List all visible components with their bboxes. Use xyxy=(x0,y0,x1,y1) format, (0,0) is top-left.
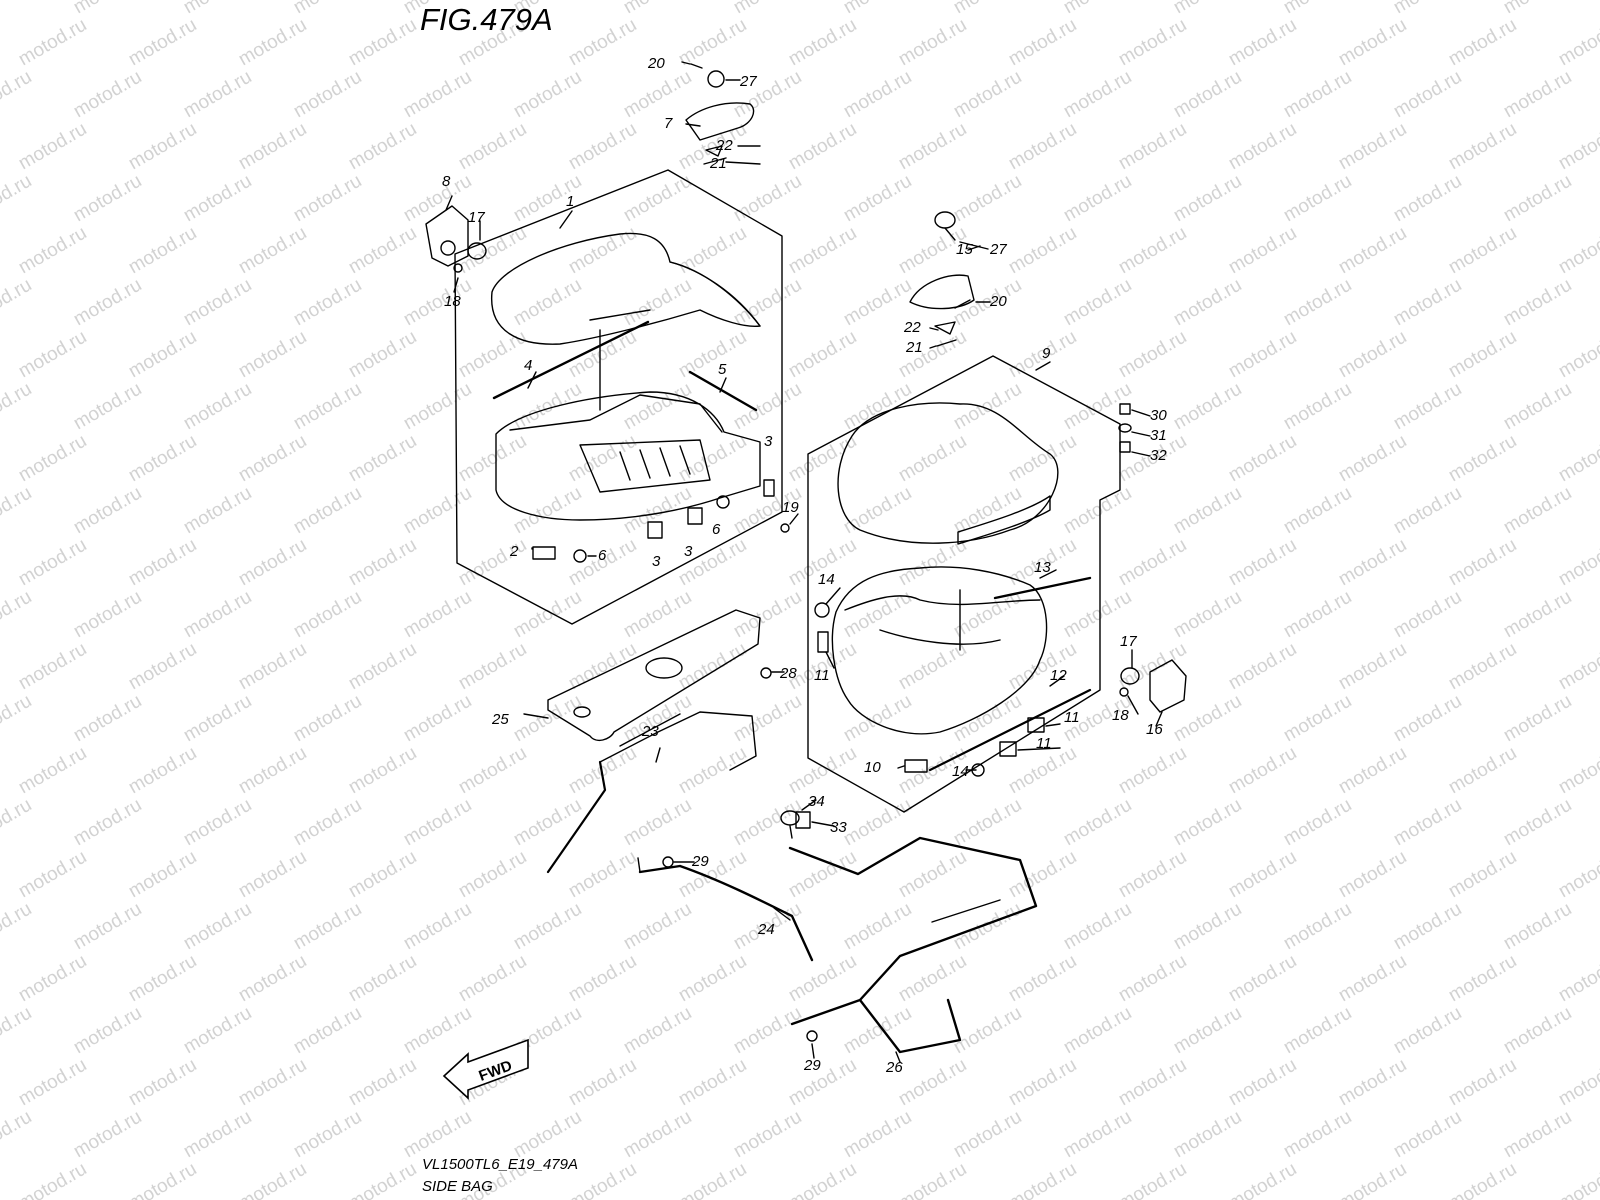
callout-label: 3 xyxy=(684,543,693,560)
callout-label: 6 xyxy=(598,547,607,564)
callout-label: 25 xyxy=(491,711,509,728)
figure-title: FIG.479A xyxy=(420,2,553,37)
right-lock-plate xyxy=(909,274,975,310)
callout-label: 2 xyxy=(509,543,519,560)
callout-label: 20 xyxy=(647,55,665,72)
callout-label: 22 xyxy=(715,137,733,154)
left-strap xyxy=(492,320,650,400)
left-bag-frame xyxy=(454,169,783,625)
callout-label: 19 xyxy=(782,499,799,516)
callout-label: 34 xyxy=(808,793,825,810)
callout-label: 32 xyxy=(1150,447,1167,464)
callout-label: 18 xyxy=(1112,707,1129,724)
callout-label: 18 xyxy=(444,293,461,310)
callout-label: 5 xyxy=(718,361,727,378)
callout-label: 13 xyxy=(1034,559,1051,576)
left-lock-plate xyxy=(685,102,755,141)
callout-label: 22 xyxy=(903,319,921,336)
callout-label: 11 xyxy=(1036,735,1052,752)
bracket-23 xyxy=(599,711,757,771)
callout-label: 27 xyxy=(989,241,1007,258)
callout-label: 24 xyxy=(757,921,775,938)
callout-label: 1 xyxy=(566,193,574,210)
callout-label: 15 xyxy=(956,241,973,258)
callout-label: 21 xyxy=(709,155,727,172)
bottom-plate xyxy=(547,609,761,742)
callout-label: 14 xyxy=(818,571,835,588)
callout-label: 8 xyxy=(442,173,451,190)
fwd-arrow-icon: FWD xyxy=(442,1038,529,1100)
right-end-cap xyxy=(1149,659,1187,713)
callout-label: 7 xyxy=(664,115,673,132)
left-end-cap xyxy=(425,205,469,267)
callout-label: 11 xyxy=(1064,709,1080,726)
right-bag-body xyxy=(831,566,1048,735)
left-lid xyxy=(491,232,761,345)
left-bag-body xyxy=(495,391,761,521)
callout-label: 12 xyxy=(1050,667,1067,684)
callout-labels: 1 2 3 3 3 3 4 5 6 6 7 8 9 10 11 11 11 12… xyxy=(442,55,1167,1076)
callout-label: 20 xyxy=(989,293,1007,310)
callout-label: 26 xyxy=(885,1059,903,1076)
callout-label: 9 xyxy=(1042,345,1051,362)
callout-label: 29 xyxy=(803,1057,821,1074)
part-6a xyxy=(573,549,587,563)
callout-label: 31 xyxy=(1150,427,1167,444)
callout-label: 6 xyxy=(712,521,721,538)
callout-label: 10 xyxy=(864,759,881,776)
callout-label: 14 xyxy=(952,763,969,780)
callout-label: 17 xyxy=(1120,633,1137,650)
callout-label: 27 xyxy=(739,73,757,90)
callout-label: 17 xyxy=(468,209,485,226)
callout-label: 29 xyxy=(691,853,709,870)
right-bag-frame xyxy=(807,355,1121,813)
callout-label: 30 xyxy=(1150,407,1167,424)
frame-26 xyxy=(788,836,1038,1054)
callout-label: 23 xyxy=(641,723,659,740)
callout-label: 28 xyxy=(779,665,797,682)
callout-label: 33 xyxy=(830,819,847,836)
footer-code: VL1500TL6_E19_479A xyxy=(422,1156,578,1173)
callout-label: 21 xyxy=(905,339,923,356)
bar-24 xyxy=(638,864,814,962)
callout-label: 4 xyxy=(524,357,532,374)
callout-label: 11 xyxy=(814,667,830,684)
callout-label: 3 xyxy=(764,433,773,450)
callout-label: 3 xyxy=(652,553,661,570)
part-2 xyxy=(532,546,556,560)
footer-name: SIDE BAG xyxy=(422,1178,493,1195)
callout-label: 16 xyxy=(1146,721,1163,738)
